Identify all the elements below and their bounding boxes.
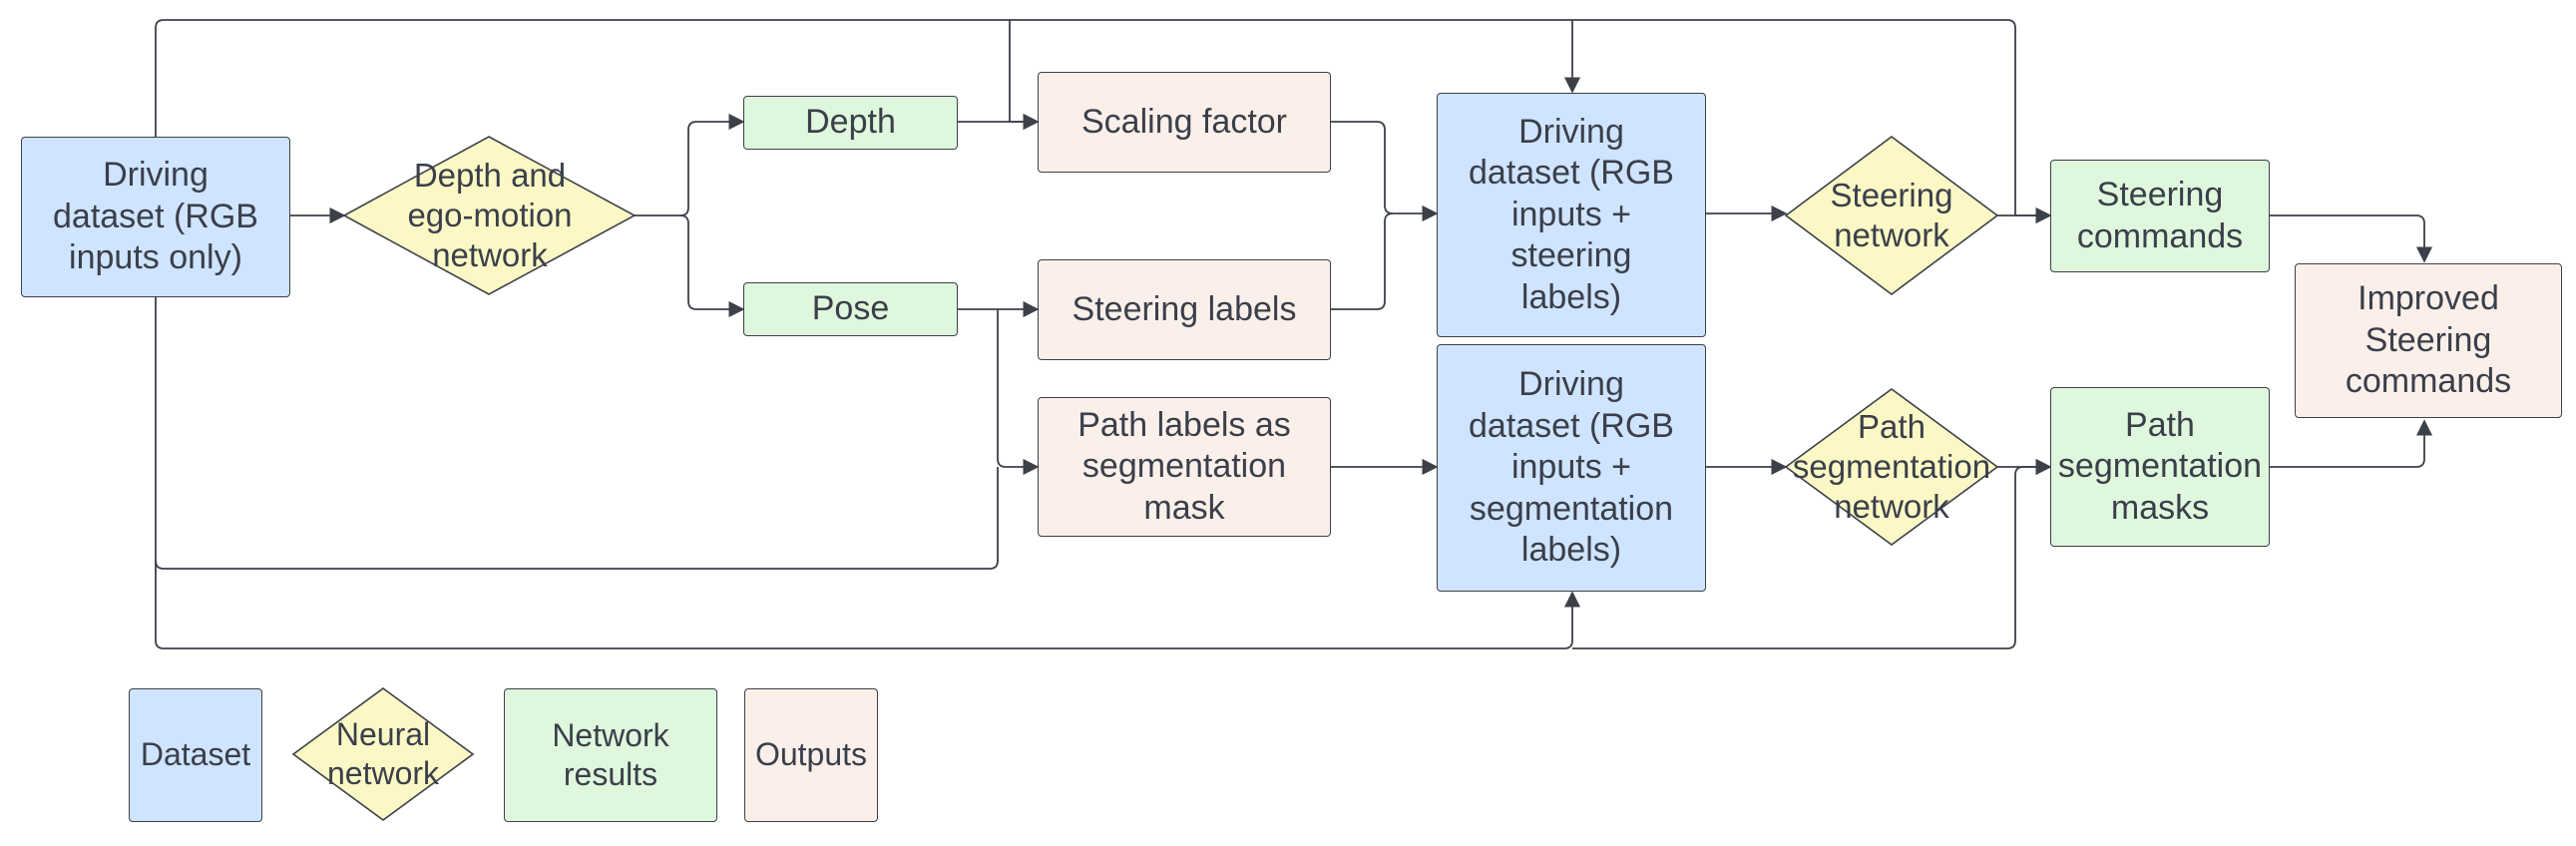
edge-top-to-scaling	[1009, 20, 1040, 131]
edge-pose-to-path-labels	[997, 309, 1040, 476]
driving-dataset-segmentation-node: Driving dataset (RGB inputs + segmentati…	[1437, 344, 1706, 592]
legend-dataset: Dataset	[129, 688, 262, 822]
edge-depthnet-to-pose	[679, 214, 745, 318]
depth-ego-network-label: Depth and ego-motion network	[407, 156, 573, 274]
pose-node: Pose	[743, 282, 958, 336]
depth-ego-network-diamond	[342, 136, 637, 295]
edge-top-bus	[155, 19, 2016, 198]
legend-network-results: Network results	[504, 688, 717, 822]
edge-commands-to-improved	[2270, 214, 2433, 263]
edge-bus-to-steering-commands	[2014, 198, 2052, 224]
legend-neural-network-label: Neural network	[326, 715, 440, 791]
scaling-factor-node: Scaling factor	[1038, 72, 1331, 173]
steering-commands-node: Steering commands	[2050, 160, 2270, 272]
driving-dataset-steering-node: Driving dataset (RGB inputs + steering l…	[1437, 93, 1706, 337]
path-segmentation-network-diamond	[1784, 388, 1999, 546]
driving-dataset-rgb-node: Driving dataset (RGB inputs only)	[21, 137, 290, 297]
edge-masks-to-improved	[2270, 419, 2433, 468]
depth-node: Depth	[743, 96, 958, 150]
steering-network-diamond	[1784, 136, 1999, 295]
path-segmentation-masks-node: Path segmentation masks	[2050, 387, 2270, 547]
edge-dataset-down-to-path	[155, 297, 999, 570]
edge-depthnet-to-depth	[635, 113, 745, 216]
path-segmentation-network-label: Path segmentation network	[1792, 407, 1991, 526]
legend-outputs: Outputs	[744, 688, 878, 822]
edge-scaling-to-steering-dataset	[1331, 121, 1439, 222]
steering-network-label: Steering network	[1830, 176, 1953, 253]
edge-bottom-bus	[155, 561, 1573, 649]
legend-neural-network-diamond	[291, 687, 475, 821]
improved-steering-commands-node: Improved Steering commands	[2295, 263, 2562, 418]
path-labels-node: Path labels as segmentation mask	[1038, 397, 1331, 537]
steering-labels-node: Steering labels	[1038, 259, 1331, 360]
edge-steering-labels-to-steering-dataset	[1331, 212, 1394, 310]
